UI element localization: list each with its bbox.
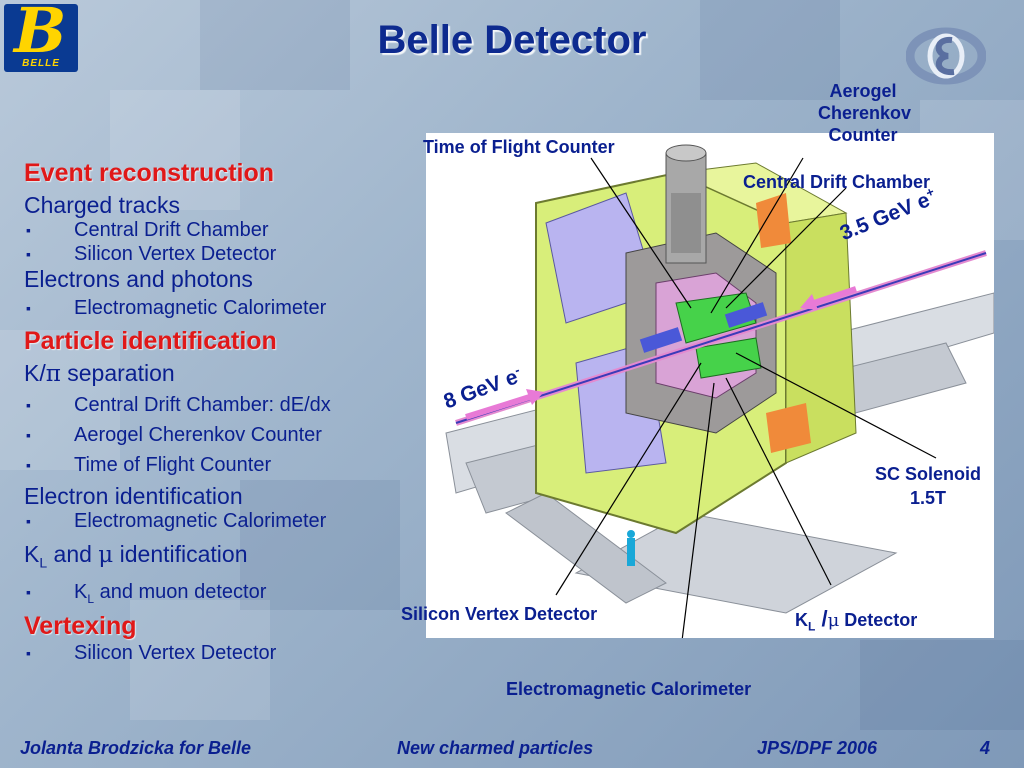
label-subscript: L [808,619,816,634]
pointer-svd [555,362,702,596]
mu-symbol: μ [827,610,840,631]
label-part: K [74,580,88,603]
kek-logo-icon [906,27,986,85]
footer-page-number: 4 [980,738,991,758]
group-label-charged-tracks: Charged tracks [24,192,180,218]
group-label-kpi-separation: K/π separation [24,360,424,387]
group-label-electron-identification: Electron identification [24,483,243,509]
pointer-ecl [677,382,715,674]
group-label-electrons-photons: Electrons and photons [24,266,253,292]
footer-author: Jolanta Brodzicka for Belle [20,738,252,758]
label-subscript: L [87,591,95,606]
list-item: Silicon Vertex Detector [24,641,424,665]
list-item: Time of Flight Counter [24,453,424,477]
belle-logo-text: BELLE [22,58,60,69]
list-item: KL and muon detector [24,580,424,611]
label-electromagnetic-calorimeter: Electromagnetic Calorimeter [506,679,752,699]
label-central-drift-chamber: Central Drift Chamber [743,172,931,192]
label-line: 1.5T [909,488,947,508]
label-part: separation [60,360,175,386]
slide-title: Belle Detector [377,18,647,62]
list-item: Central Drift Chamber [24,218,424,242]
list-item: Electromagnetic Calorimeter [24,509,424,533]
background-tile [700,0,840,100]
label-part: / [815,606,828,631]
label-sc-solenoid: SC Solenoid 1.5T [848,462,1008,510]
label-part: K/ [24,360,46,386]
label-part: and muon detector [94,580,267,603]
label-line: Aerogel [829,81,897,101]
label-part: K [24,541,40,567]
belle-logo: B BELLE [4,4,78,72]
label-time-of-flight: Time of Flight Counter [423,137,615,157]
label-part: identification [113,541,248,567]
label-subscript: L [39,554,48,571]
content-list: Event reconstruction Charged tracks Cent… [24,158,424,665]
pointer-tof [590,157,692,309]
section-heading-vertexing: Vertexing [24,611,137,640]
label-line: SC Solenoid [874,464,981,484]
pointer-aerogel [710,157,804,314]
pi-symbol: π [45,361,61,387]
group-label-kl-mu-identification: KL and μ identification [24,541,424,576]
label-aerogel-cherenkov: Aerogel Cherenkov Counter [818,80,912,146]
label-line: Cherenkov [818,103,912,123]
footer-conference: JPS/DPF 2006 [757,738,878,758]
section-heading-event-reconstruction: Event reconstruction [24,159,275,187]
section-heading-particle-identification: Particle identification [24,327,277,355]
label-silicon-vertex-detector: Silicon Vertex Detector [401,604,598,624]
detector-drawing [445,144,995,674]
background-tile [110,90,240,210]
background-tile [200,0,350,90]
label-line: Counter [828,125,898,145]
pointer-solenoid [735,352,937,459]
list-item: Electromagnetic Calorimeter [24,296,424,320]
label-part: and [47,541,99,567]
detector-illustration [426,133,995,674]
label-kl-mu-detector: KL /μ Detector [795,606,917,634]
pointer-klm [725,377,832,586]
belle-logo-glyph: B [14,4,67,67]
list-item: Silicon Vertex Detector [24,242,424,266]
mu-symbol: μ [98,542,114,568]
background-tile [860,640,1024,730]
label-part: K [795,610,808,630]
footer-topic: New charmed particles [397,738,594,758]
list-item: Aerogel Cherenkov Counter [24,423,424,447]
list-item: Central Drift Chamber: dE/dx [24,393,424,417]
label-part: Detector [839,610,918,630]
pointer-cdc [725,187,847,309]
